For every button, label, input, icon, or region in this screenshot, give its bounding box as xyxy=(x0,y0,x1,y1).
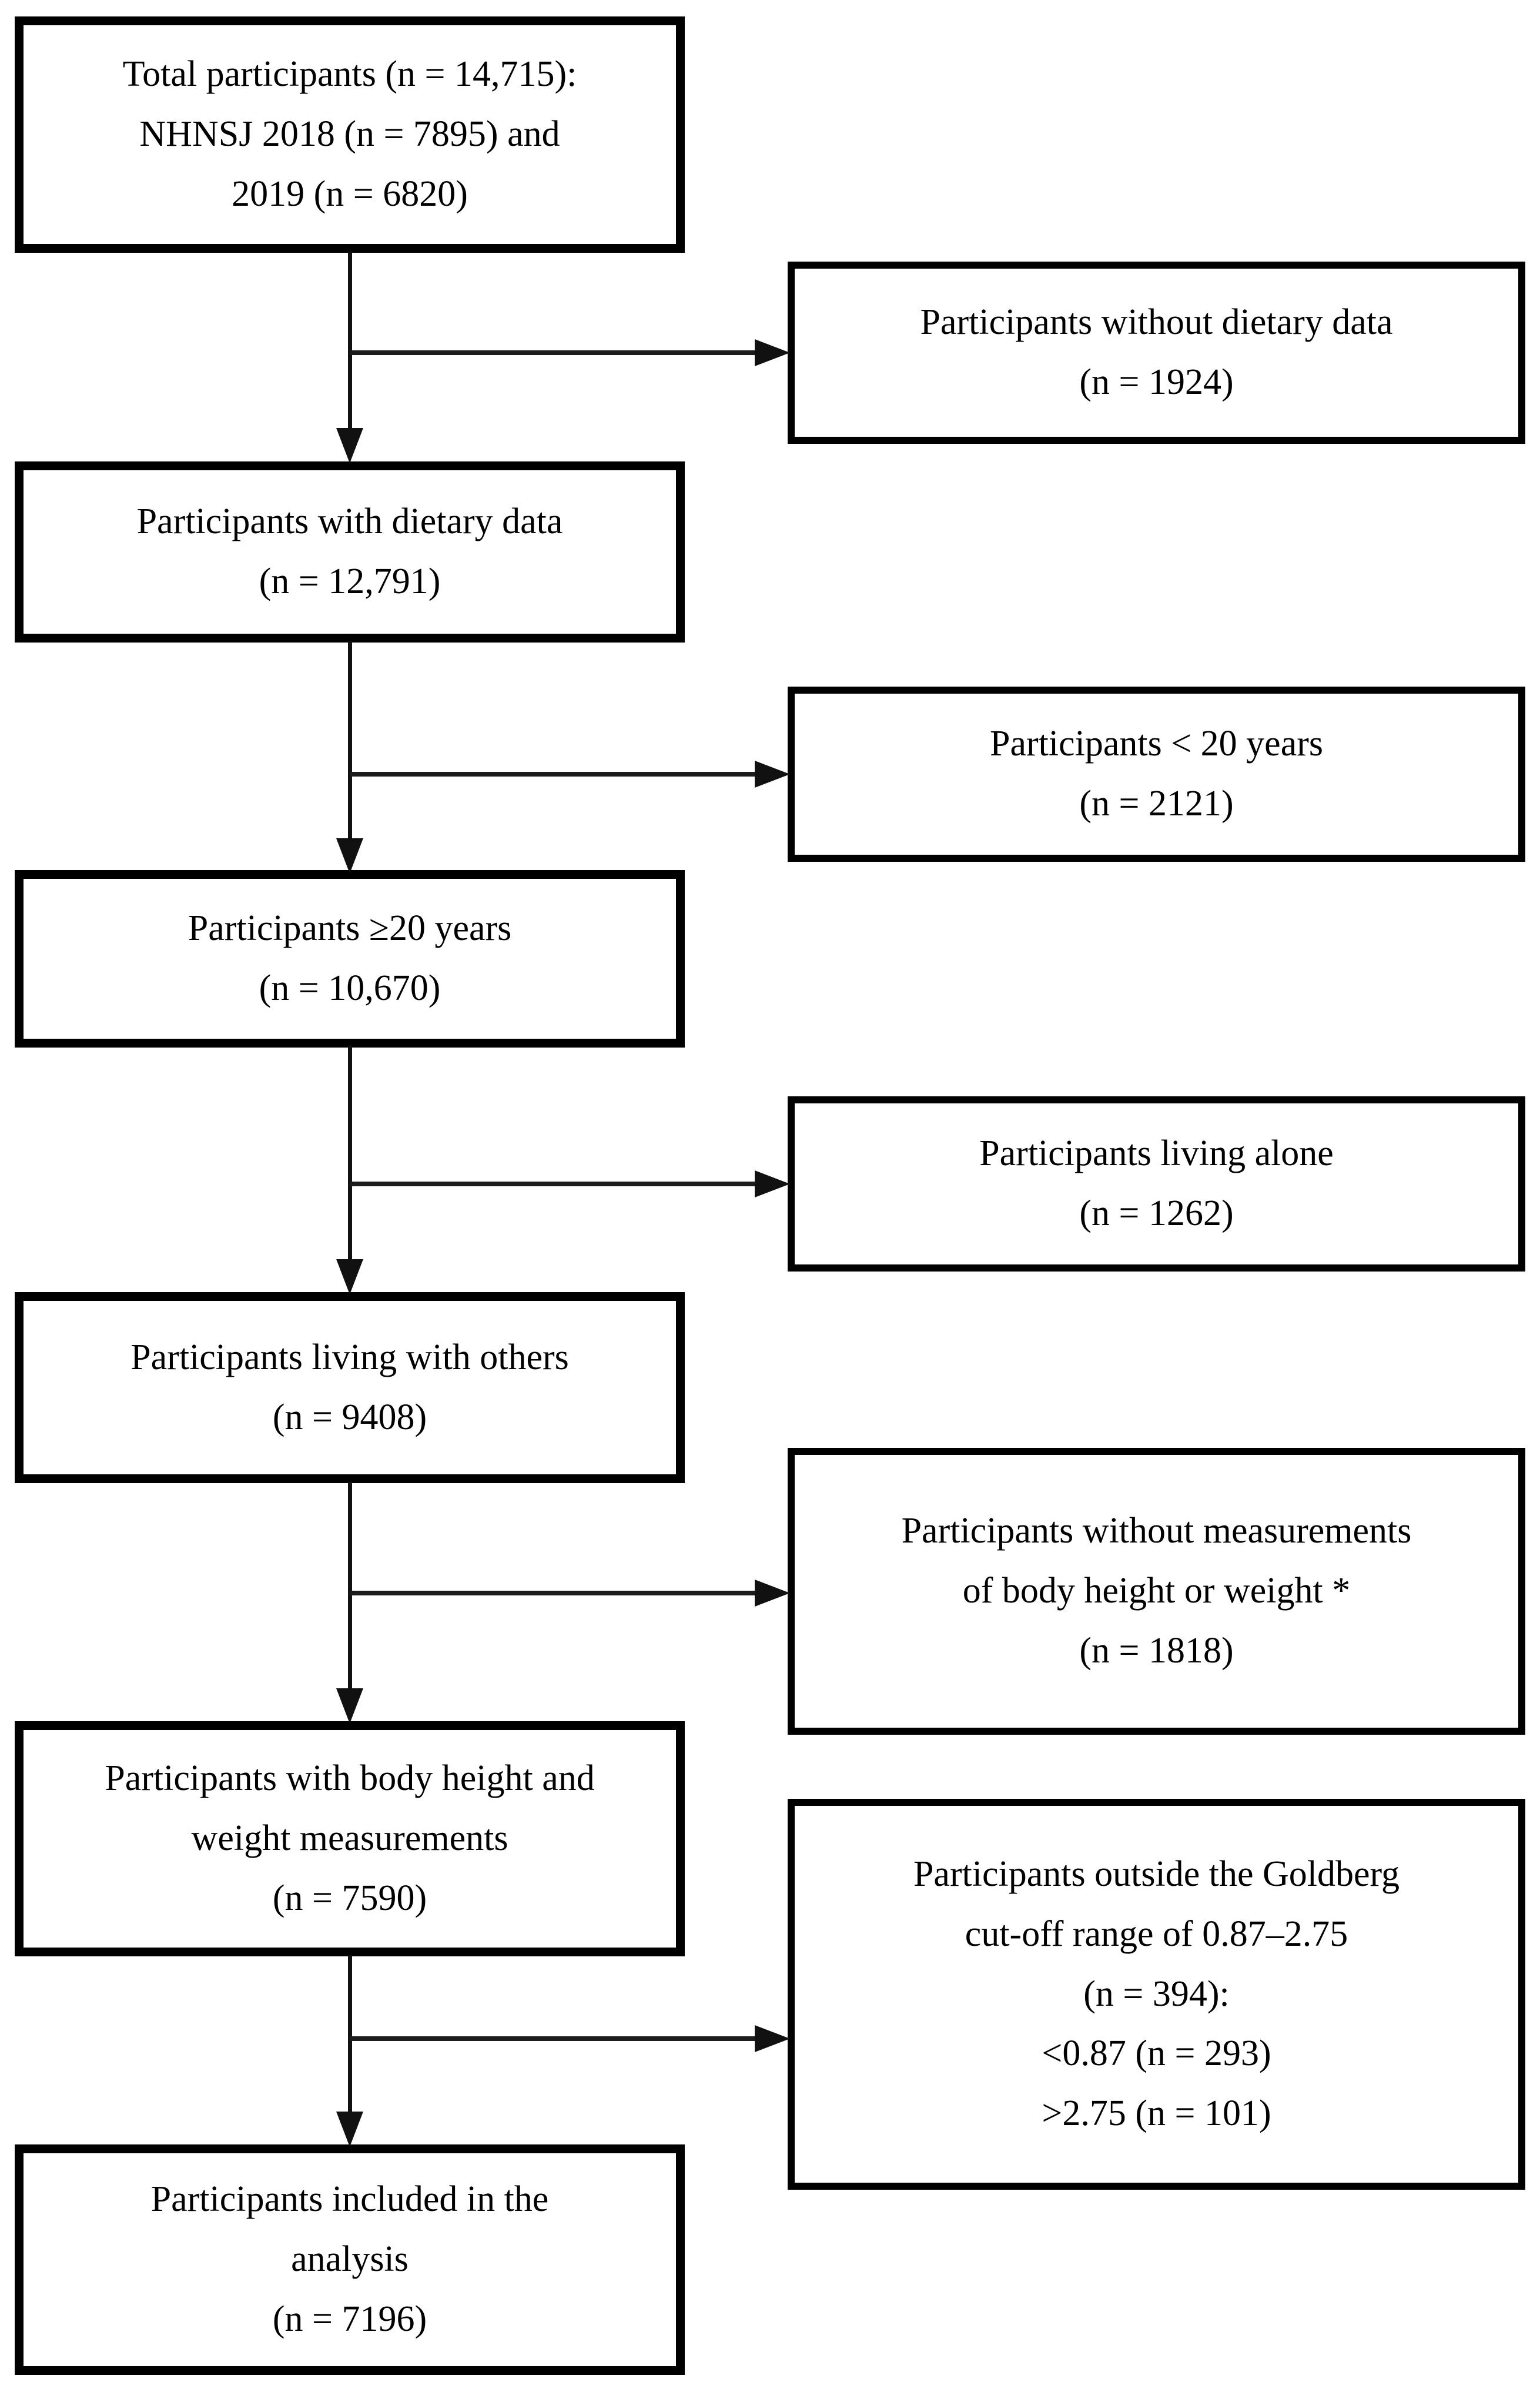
exclusion-branch-line xyxy=(350,350,755,355)
box-text-line: (n = 12,791) xyxy=(259,561,441,601)
exclusion-branch-line xyxy=(350,772,755,777)
box-text-line: Participants outside the Goldberg xyxy=(913,1854,1400,1895)
flow-connector-line xyxy=(348,1046,352,1265)
flow-connector-line xyxy=(348,1955,352,2115)
exclusion-branch-line xyxy=(350,1591,755,1595)
exclusion-box-goldberg-cutoff: Participants outside the Goldberg cut-of… xyxy=(788,1799,1525,2190)
box-text-line: Total participants (n = 14,715): xyxy=(122,54,577,95)
box-text-line: Participants living with others xyxy=(130,1337,569,1377)
box-text-line: (n = 7590) xyxy=(272,1878,427,1918)
box-text-line: (n = 394): xyxy=(1083,1973,1230,2014)
flow-box-age-20-plus: Participants ≥20 years (n = 10,670) xyxy=(15,870,685,1048)
box-text-line: Participants with body height and xyxy=(105,1758,595,1799)
box-text-line: analysis xyxy=(291,2239,409,2280)
flow-box-height-weight-measured: Participants with body height and weight… xyxy=(15,1721,685,1956)
right-arrowhead-icon xyxy=(755,1580,790,1607)
box-text-line: Participants ≥20 years xyxy=(188,908,512,949)
down-arrowhead-icon xyxy=(336,1688,363,1724)
box-text-line: (n = 1818) xyxy=(1079,1630,1234,1671)
box-text-line: <0.87 (n = 293) xyxy=(1042,2033,1271,2074)
box-text-line: (n = 7196) xyxy=(272,2298,427,2339)
box-text-line: >2.75 (n = 101) xyxy=(1042,2093,1271,2133)
box-text-line: (n = 9408) xyxy=(272,1397,427,1437)
box-text-line: cut-off range of 0.87–2.75 xyxy=(965,1913,1348,1954)
box-text-line: weight measurements xyxy=(191,1818,508,1859)
flow-connector-line xyxy=(348,641,352,841)
flow-box-total-participants: Total participants (n = 14,715): NHNSJ 2… xyxy=(15,16,685,253)
down-arrowhead-icon xyxy=(336,838,363,874)
box-text-line: (n = 2121) xyxy=(1079,784,1234,824)
box-text-line: NHNSJ 2018 (n = 7895) and xyxy=(139,114,560,155)
box-text-line: Participants included in the xyxy=(150,2179,549,2220)
exclusion-box-living-alone: Participants living alone (n = 1262) xyxy=(788,1096,1525,1272)
right-arrowhead-icon xyxy=(755,761,790,788)
box-text-line: of body height or weight * xyxy=(962,1571,1351,1611)
down-arrowhead-icon xyxy=(336,1259,363,1294)
exclusion-branch-line xyxy=(350,1182,755,1186)
right-arrowhead-icon xyxy=(755,1170,790,1197)
down-arrowhead-icon xyxy=(336,2112,363,2147)
flow-box-living-with-others: Participants living with others (n = 940… xyxy=(15,1292,685,1483)
box-text-line: (n = 1924) xyxy=(1079,362,1234,402)
flow-connector-line xyxy=(348,1482,352,1694)
box-text-line: Participants < 20 years xyxy=(990,724,1323,764)
box-text-line: Participants with dietary data xyxy=(136,501,563,542)
exclusion-box-under-20-years: Participants < 20 years (n = 2121) xyxy=(788,687,1525,862)
flow-box-dietary-data: Participants with dietary data (n = 12,7… xyxy=(15,461,685,643)
down-arrowhead-icon xyxy=(336,428,363,463)
box-text-line: Participants living alone xyxy=(979,1133,1334,1174)
box-text-line: (n = 1262) xyxy=(1079,1193,1234,1233)
exclusion-box-no-dietary-data: Participants without dietary data (n = 1… xyxy=(788,262,1525,444)
box-text-line: Participants without dietary data xyxy=(920,302,1393,343)
flow-connector-line xyxy=(348,252,352,431)
box-text-line: (n = 10,670) xyxy=(259,968,441,1008)
right-arrowhead-icon xyxy=(755,2025,790,2052)
exclusion-branch-line xyxy=(350,2036,755,2041)
right-arrowhead-icon xyxy=(755,339,790,366)
exclusion-box-no-height-weight: Participants without measurements of bod… xyxy=(788,1448,1525,1735)
box-text-line: 2019 (n = 6820) xyxy=(232,173,468,214)
box-text-line: Participants without measurements xyxy=(901,1511,1412,1551)
flow-box-included-in-analysis: Participants included in the analysis (n… xyxy=(15,2144,685,2375)
